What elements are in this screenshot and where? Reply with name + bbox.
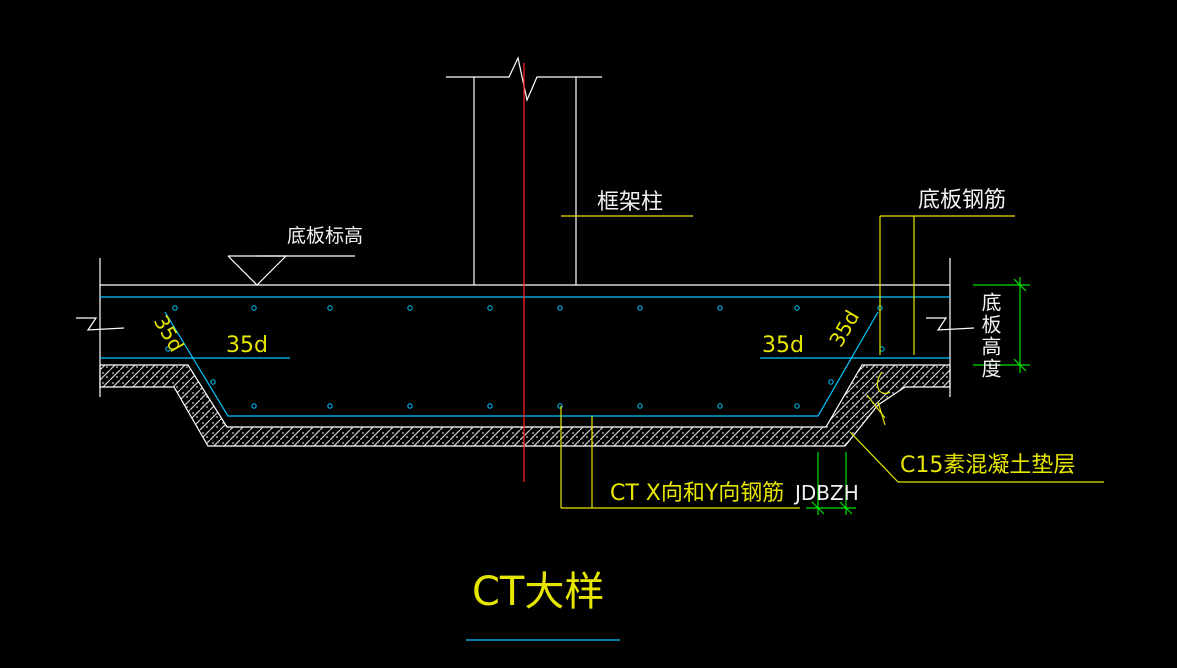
anchor-length-left-label: 35d xyxy=(226,333,268,358)
rebar-lines xyxy=(100,296,950,417)
frame-column-label: 框架柱 xyxy=(597,190,664,215)
board-rebar-label: 底板钢筋 xyxy=(918,188,1007,213)
dimension-lines xyxy=(806,277,1030,515)
slab-outline xyxy=(76,258,975,397)
board-thickness-label: 底板高度 xyxy=(978,292,1002,380)
cushion-layer xyxy=(99,364,951,447)
frame-column xyxy=(446,56,602,285)
anchor-length-right-label: 35d xyxy=(762,333,804,358)
board-elevation-label: 底板标高 xyxy=(287,225,364,247)
elevation-marker xyxy=(227,255,355,286)
jdbzh-label: JDBZH xyxy=(795,481,859,505)
c15-cushion-label: C15素混凝土垫层 xyxy=(900,453,1076,478)
leader-lines xyxy=(560,215,1104,509)
drawing-title: CT大样 xyxy=(472,569,605,615)
ct-xy-rebar-label: CT X向和Y向钢筋 xyxy=(610,481,785,506)
